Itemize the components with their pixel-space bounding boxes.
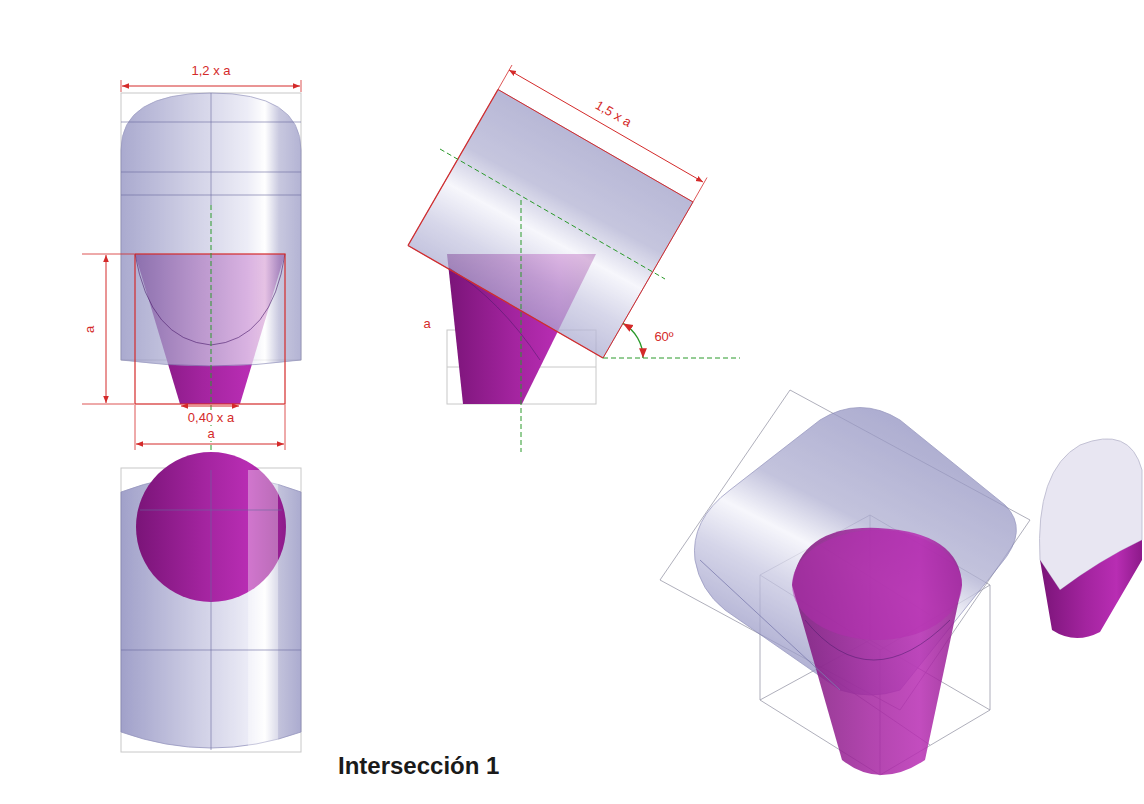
front-view: [82, 80, 301, 452]
dimension-label: a: [82, 323, 97, 334]
drawing-title: Intersección 1: [338, 752, 499, 780]
extracted-solid: [1040, 439, 1143, 638]
side-view: [408, 65, 740, 452]
dimension-label: 1,5 x a: [592, 96, 637, 131]
isometric-view: [660, 390, 1030, 775]
dimension-label: 60º: [652, 329, 675, 344]
dimension-label: 1,2 x a: [189, 63, 232, 78]
top-view: [121, 452, 301, 752]
isometric-solids: [694, 408, 1016, 776]
dimension-label: 0,40 x a: [186, 410, 236, 425]
dimension-label: a: [205, 426, 216, 441]
dimension-label: a: [421, 316, 432, 331]
